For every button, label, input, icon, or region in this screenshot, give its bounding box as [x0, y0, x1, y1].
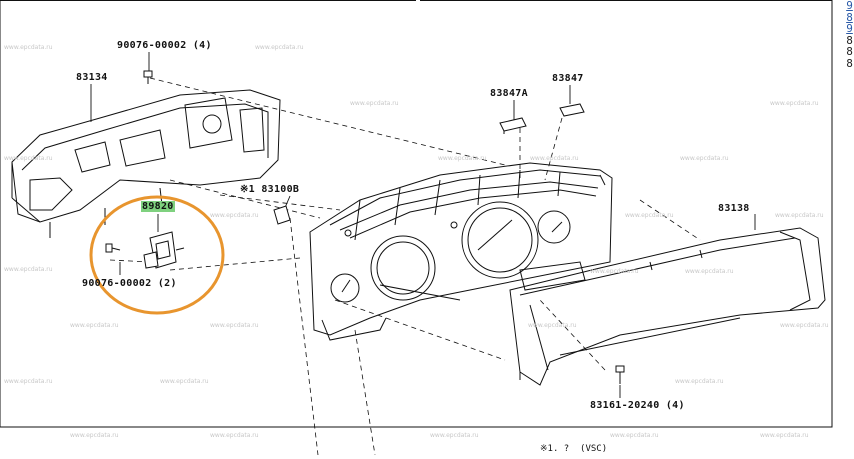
part-label-83161[interactable]: 83161-20240 (4) [590, 400, 685, 411]
screw-83161-icon [615, 365, 625, 384]
part-label-83847a[interactable]: 83847A [490, 88, 528, 99]
watermark: www.epcdata.ru [770, 100, 819, 107]
lens-cover-83138 [509, 227, 826, 386]
note-marker: ※1 [240, 184, 255, 195]
watermark: www.epcdata.ru [70, 322, 119, 329]
watermark: www.epcdata.ru [210, 212, 259, 219]
part-label-83100b[interactable]: ※1 83100B [240, 184, 299, 195]
panel-cover-83134 [11, 89, 281, 238]
highlighted-part-number: 89820 [141, 201, 175, 212]
bolt-bottom-icon [105, 243, 121, 253]
watermark: www.epcdata.ru [530, 155, 579, 162]
watermark: www.epcdata.ru [780, 322, 829, 329]
watermark: www.epcdata.ru [4, 378, 53, 385]
watermark: www.epcdata.ru [775, 212, 824, 219]
watermark: www.epcdata.ru [4, 44, 53, 51]
watermark: www.epcdata.ru [760, 432, 809, 439]
part-label-90076-bottom[interactable]: 90076-00002 (2) [82, 278, 177, 289]
part-number: 83100B [261, 184, 300, 195]
watermark: www.epcdata.ru [350, 100, 399, 107]
side-text: 8 [846, 56, 853, 70]
watermark: www.epcdata.ru [528, 322, 577, 329]
watermark: www.epcdata.ru [255, 44, 304, 51]
watermark: www.epcdata.ru [160, 378, 209, 385]
part-label-83134[interactable]: 83134 [76, 72, 108, 83]
side-link[interactable]: 9 [846, 22, 853, 35]
watermark: www.epcdata.ru [680, 155, 729, 162]
part-label-89820[interactable]: 89820 [141, 201, 175, 212]
watermark: www.epcdata.ru [4, 155, 53, 162]
clip-83847-icon [559, 103, 585, 117]
connector-83100b-icon [273, 205, 291, 225]
watermark: www.epcdata.ru [70, 432, 119, 439]
bolt-top-icon [143, 70, 153, 84]
clip-83847a-icon [499, 117, 527, 134]
label-leader-lines [90, 52, 756, 398]
bracket-89820-icon [143, 231, 185, 269]
part-label-83847[interactable]: 83847 [552, 73, 584, 84]
highlight-circle [89, 195, 225, 315]
watermark: www.epcdata.ru [590, 268, 639, 275]
side-link[interactable]: 9 [846, 0, 853, 12]
part-label-90076-top[interactable]: 90076-00002 (4) [117, 40, 212, 51]
frame-border [0, 0, 833, 428]
instrument-cluster [309, 162, 613, 341]
part-label-83138[interactable]: 83138 [718, 203, 750, 214]
watermark: www.epcdata.ru [210, 432, 259, 439]
footnote: ※1. ? (VSC) [540, 444, 608, 454]
watermark: www.epcdata.ru [610, 432, 659, 439]
side-text: 8 [846, 33, 853, 47]
watermark: www.epcdata.ru [210, 322, 259, 329]
side-text: 8 [846, 45, 853, 58]
dashed-assembly-lines [109, 77, 701, 456]
watermark: www.epcdata.ru [685, 268, 734, 275]
watermark: www.epcdata.ru [625, 212, 674, 219]
watermark: www.epcdata.ru [430, 432, 479, 439]
watermark: www.epcdata.ru [675, 378, 724, 385]
watermark: www.epcdata.ru [4, 266, 53, 273]
side-link[interactable]: 8 [846, 10, 853, 24]
watermark: www.epcdata.ru [438, 155, 487, 162]
